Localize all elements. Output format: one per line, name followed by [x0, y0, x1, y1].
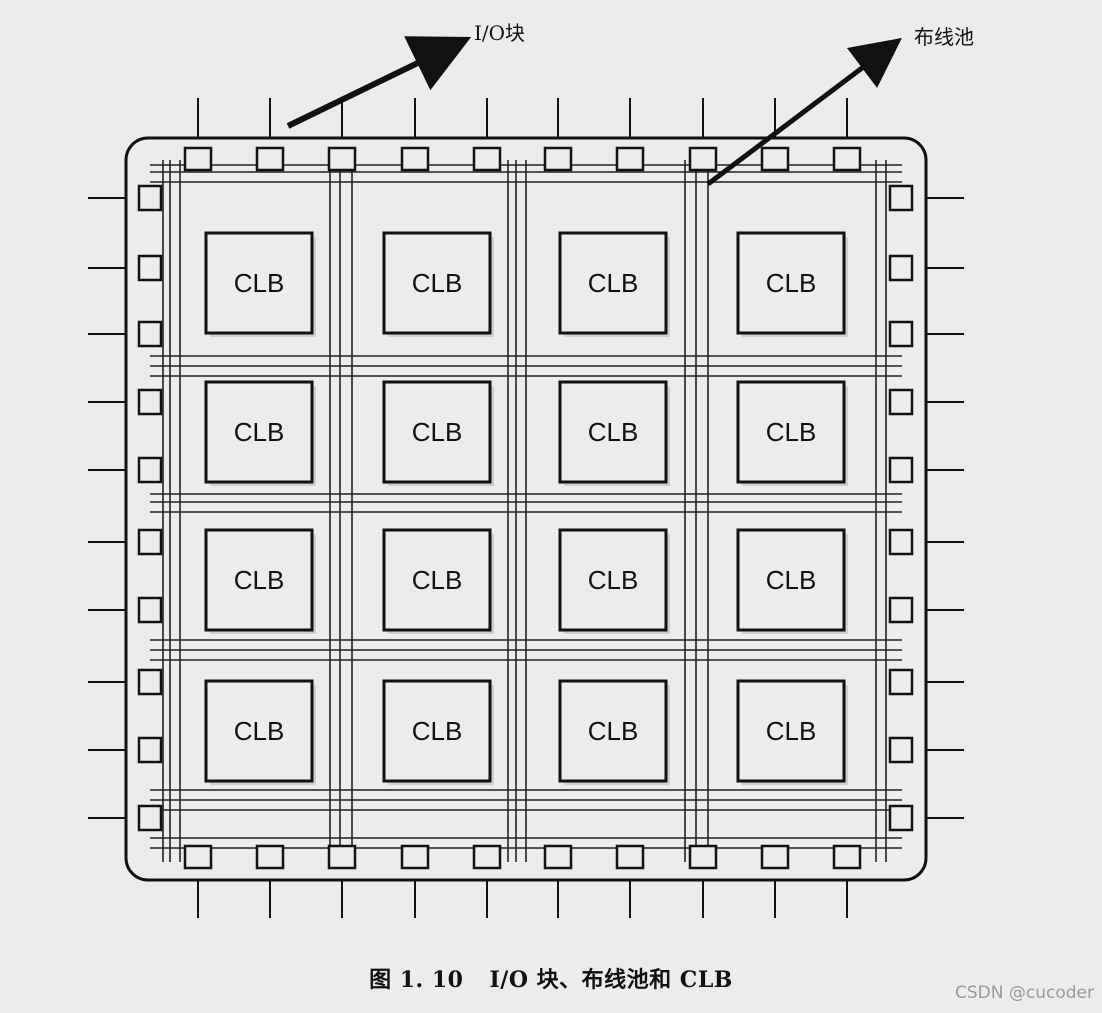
io-block — [137, 456, 163, 484]
clb-block — [382, 380, 492, 484]
figure-caption: 图 1. 10 I/O 块、布线池和 CLB — [0, 962, 1102, 994]
clb-label: CLB — [234, 417, 285, 447]
io-block — [400, 844, 430, 870]
clb-label: CLB — [234, 268, 285, 298]
clb-block — [736, 528, 846, 632]
io-block — [472, 146, 502, 172]
clb-label: CLB — [588, 716, 639, 746]
io-block — [888, 388, 914, 416]
io-block — [400, 146, 430, 172]
clb-label: CLB — [412, 268, 463, 298]
io-block — [255, 844, 285, 870]
io-block — [888, 668, 914, 696]
clb-label: CLB — [234, 716, 285, 746]
io-block-callout: I/O块 — [474, 21, 525, 45]
io-block — [543, 844, 573, 870]
clb-block — [736, 380, 846, 484]
clb-label: CLB — [412, 417, 463, 447]
pins — [88, 98, 964, 918]
io-block — [137, 596, 163, 624]
io-block — [615, 844, 645, 870]
clb-label: CLB — [766, 565, 817, 595]
io-block — [888, 804, 914, 832]
clb-block — [382, 679, 492, 783]
io-block — [327, 146, 357, 172]
io-block — [888, 596, 914, 624]
io-block — [688, 844, 718, 870]
io-block — [888, 320, 914, 348]
io-block — [888, 456, 914, 484]
io-block — [137, 804, 163, 832]
clb-block — [382, 528, 492, 632]
clb-label: CLB — [234, 565, 285, 595]
clb-block — [558, 679, 668, 783]
chip-outline — [124, 136, 928, 882]
clb-label: CLB — [766, 268, 817, 298]
watermark: CSDN @cucoder — [955, 983, 1094, 1003]
clb-block — [204, 679, 314, 783]
clb-label: CLB — [412, 565, 463, 595]
io-block — [255, 146, 285, 172]
io-block — [137, 254, 163, 282]
io-block — [543, 146, 573, 172]
io-block — [615, 146, 645, 172]
io-block — [137, 320, 163, 348]
io-block — [888, 184, 914, 212]
io-block — [832, 844, 862, 870]
clb-label: CLB — [588, 565, 639, 595]
io-block — [760, 844, 790, 870]
clb-block — [204, 231, 314, 335]
figure-caption-text: I/O 块、布线池和 CLB — [489, 967, 733, 993]
clb-label: CLB — [588, 417, 639, 447]
clb-block — [204, 380, 314, 484]
clb-block — [558, 528, 668, 632]
io-block — [327, 844, 357, 870]
io-block — [137, 528, 163, 556]
clb-block — [558, 380, 668, 484]
io-block — [888, 736, 914, 764]
io-block — [760, 146, 790, 172]
io-block — [888, 528, 914, 556]
clb-label: CLB — [766, 716, 817, 746]
routing-pool-arrow — [706, 37, 902, 186]
clb-block — [204, 528, 314, 632]
routing-pool-callout: 布线池 — [914, 25, 974, 49]
io-block — [888, 254, 914, 282]
io-blocks — [137, 146, 914, 870]
clb-label: CLB — [412, 716, 463, 746]
clb-label: CLB — [588, 268, 639, 298]
io-block — [137, 184, 163, 212]
clb-grid: CLB CLB CLB CLB CLB CLB CLB CLB CLB CLB CLB CLB CLB C… — [204, 231, 848, 785]
figure-number: 图 1. 10 — [369, 967, 464, 993]
clb-block — [736, 679, 846, 783]
clb-block — [736, 231, 846, 335]
io-block-arrow — [286, 36, 472, 129]
io-block — [832, 146, 862, 172]
clb-block — [558, 231, 668, 335]
io-block — [137, 736, 163, 764]
io-block — [137, 668, 163, 696]
io-block — [688, 146, 718, 172]
io-block — [472, 844, 502, 870]
clb-label: CLB — [766, 417, 817, 447]
io-block — [183, 146, 213, 172]
io-block — [183, 844, 213, 870]
io-block — [137, 388, 163, 416]
clb-block — [382, 231, 492, 335]
